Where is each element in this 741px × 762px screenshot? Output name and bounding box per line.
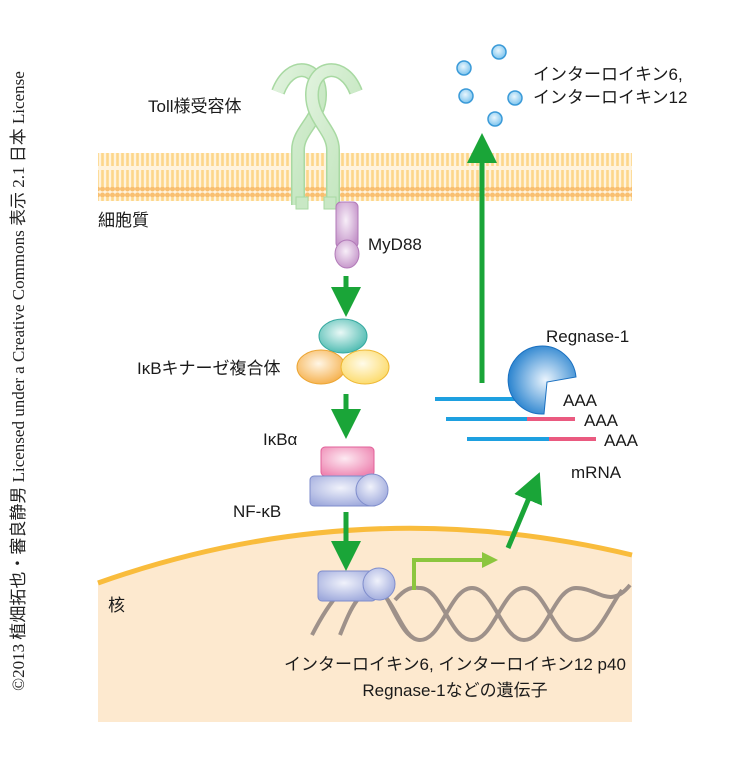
label-poly-a-3: AAA [604, 431, 639, 450]
label-toll-like-receptor: Toll様受容体 [148, 97, 242, 116]
label-poly-a-1: AAA [563, 391, 598, 410]
myd88-protein [334, 201, 360, 269]
label-cytokines-line2: インターロイキン12 [533, 88, 687, 107]
label-mrna: mRNA [571, 463, 622, 482]
toll-like-receptor [271, 63, 363, 210]
ikb-alpha-protein [320, 446, 375, 477]
transcription-start-arrow [412, 558, 482, 590]
label-ikb-kinase-complex: IκBキナーゼ複合体 [137, 359, 281, 378]
nf-kb-protein-cytoplasm [309, 473, 389, 507]
label-genes-line2: Regnase-1などの遺伝子 [362, 681, 547, 700]
label-myd88: MyD88 [368, 235, 422, 254]
cell-membrane [98, 153, 632, 201]
regnase-1-protein [507, 345, 577, 415]
ikb-kinase-complex [296, 318, 390, 385]
label-regnase-1: Regnase-1 [546, 327, 629, 346]
cytokine-particles [456, 44, 523, 127]
nf-kb-protein-nucleus [317, 567, 396, 602]
nucleus [97, 525, 633, 722]
label-poly-a-2: AAA [584, 411, 619, 430]
label-nf-kb: NF-κB [233, 502, 281, 521]
transcription-arrowhead-icon [482, 552, 498, 568]
label-cytokines-line1: インターロイキン6, [533, 65, 683, 84]
label-genes-line1: インターロイキン6, インターロイキン12 p40 [284, 655, 626, 674]
label-nucleus: 核 [108, 596, 125, 615]
label-ikb-alpha: IκBα [263, 430, 298, 449]
label-cytoplasm: 細胞質 [98, 211, 149, 230]
arrow-to-mrna [505, 472, 543, 549]
